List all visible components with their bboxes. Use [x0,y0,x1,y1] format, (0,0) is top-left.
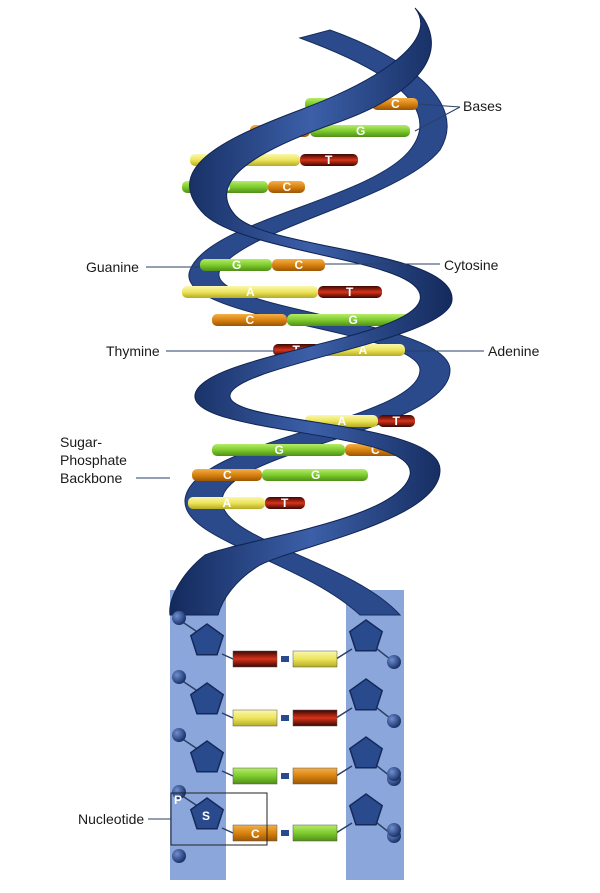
phosphate-left [172,611,186,625]
label-backbone-2: Phosphate [60,452,127,468]
base-letter: G [232,258,241,272]
sugar-right [348,678,384,711]
base-letter: A [223,496,232,510]
sugar-left [189,682,225,715]
label-thymine: Thymine [106,343,160,359]
nucleotide-ladder: P S C [172,611,401,863]
helix-front-strand [169,7,453,616]
ladder-rung [172,728,401,786]
ladder-base-A [232,709,278,727]
glycosidic-bond [335,648,353,660]
base-letter: G [349,313,358,327]
base-letter: C [295,258,304,272]
base-letter: T [325,153,333,167]
glycosidic-bond [221,712,234,719]
glycosidic-bond [335,765,353,777]
sugar-right [348,619,384,652]
base-G [212,444,345,456]
sugar-right [348,736,384,769]
hydrogen-bond [281,773,289,779]
glycosidic-bond [335,822,353,834]
base-letter: C [283,180,292,194]
phosphate-symbol: P [174,793,182,807]
label-bases: Bases [463,98,502,114]
leader-lines [136,103,484,820]
ladder-base-T [232,650,278,668]
sugar-left [189,740,225,773]
label-backbone-3: Backbone [60,470,122,486]
ladder-base-C [292,767,338,785]
ladder-base-C [232,824,278,842]
phosphate [387,767,401,781]
base-C [272,259,325,271]
base-letter: A [359,343,368,357]
glycosidic-bond [335,707,353,719]
base-A [182,286,318,298]
phosphate-left [172,785,186,799]
sugar-right [348,793,384,826]
ladder-rung [172,611,401,669]
phosphate-right [387,655,401,669]
ladder-base-T [292,709,338,727]
glycosidic-bond [221,770,234,777]
label-guanine: Guanine [86,259,139,275]
base-symbol: C [251,827,260,841]
ladder-base-A [292,650,338,668]
phosphate-left [172,728,186,742]
hydrogen-bond [281,656,289,662]
hydrogen-bond [281,715,289,721]
base-letter: C [371,443,380,457]
base-T [378,415,415,427]
label-adenine: Adenine [488,343,540,359]
ladder-base-G [292,824,338,842]
base-C [212,314,287,326]
phosphate [387,823,401,837]
base-G [200,259,272,271]
base-letter: T [281,496,289,510]
hydrogen-bond [281,830,289,836]
label-backbone-1: Sugar- [60,434,102,450]
base-letter: C [223,468,232,482]
base-letter: A [246,285,255,299]
label-nucleotide: Nucleotide [78,811,144,827]
base-letter: C [391,97,400,111]
glycosidic-bond [221,653,234,660]
base-C [192,469,262,481]
sugar-left [189,623,225,656]
base-letter: A [338,414,347,428]
base-T [318,286,382,298]
base-G [262,469,368,481]
base-T [265,497,305,509]
phosphate [172,849,186,863]
phosphate-left [172,670,186,684]
phosphate-right [387,714,401,728]
sugar-symbol: S [202,809,210,823]
base-T [300,154,358,166]
base-letter: C [246,313,255,327]
glycosidic-bond [221,827,234,834]
base-G [287,314,418,326]
ladder-rung [172,670,401,728]
base-letter: G [356,124,365,138]
ladder-base-G [232,767,278,785]
base-letter: T [346,285,354,299]
sugar-left [189,797,225,830]
base-letter: G [275,443,284,457]
base-C [268,181,305,193]
base-G [310,125,410,137]
base-A [188,497,265,509]
base-letter: T [393,414,401,428]
label-cytosine: Cytosine [444,257,499,273]
base-letter: G [311,468,320,482]
